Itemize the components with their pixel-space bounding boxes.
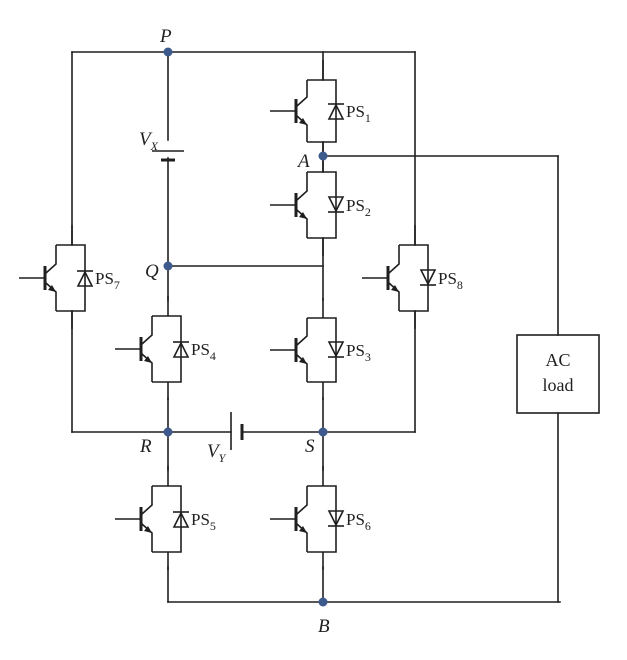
node-b-dot [318, 597, 328, 607]
ps3-loop [307, 317, 337, 383]
ps2-diode [327, 196, 345, 213]
switch-ps6: PS6 [270, 466, 371, 570]
ps3-label: PS3 [346, 341, 371, 364]
ps8-diode [419, 269, 437, 286]
ac-load-line1: AC [545, 350, 570, 370]
ps6-diode [327, 510, 345, 527]
ps5-collector [141, 486, 153, 515]
node-r-dot [163, 427, 173, 437]
ps8-loop [399, 244, 429, 312]
ps2-loop [307, 171, 337, 239]
ps7-emitter-arrow [48, 285, 56, 292]
ps6-emitter-arrow [299, 526, 307, 533]
ps1-collector [296, 80, 308, 107]
ps1-diode [327, 103, 345, 120]
ps3-diode [327, 341, 345, 358]
node-p-dot [163, 47, 173, 57]
vy-label: VY [207, 441, 227, 465]
ps8-label: PS8 [438, 269, 463, 292]
node-a-dot [318, 151, 328, 161]
node-q-dot [163, 261, 173, 271]
source-vy: VY [207, 412, 244, 465]
ps1-label: PS1 [346, 102, 371, 125]
source-vx: VX [139, 129, 184, 162]
node-dots [163, 47, 328, 607]
ps5-label: PS5 [191, 510, 216, 533]
ps5-emitter-arrow [144, 526, 152, 533]
ps2-emitter-arrow [299, 212, 307, 219]
ps4-collector [141, 316, 153, 345]
ps4-emitter-arrow [144, 356, 152, 363]
ps7-diode [76, 270, 94, 287]
ps6-label: PS6 [346, 510, 371, 533]
node-q-label: Q [145, 261, 159, 282]
switch-ps1: PS1 [270, 60, 371, 160]
ps3-emitter-arrow [299, 357, 307, 364]
switch-ps4: PS4 [115, 296, 216, 400]
ps1-emitter-arrow [299, 118, 307, 125]
node-p-label: P [159, 26, 172, 47]
switch-ps5: PS5 [115, 466, 216, 570]
ps4-label: PS4 [191, 340, 216, 363]
ps2-label: PS2 [346, 196, 371, 219]
switch-ps8: PS8 [362, 225, 463, 329]
ps7-loop [56, 244, 86, 312]
switch-ps2: PS2 [270, 152, 371, 256]
ps1-loop [307, 79, 337, 143]
ps4-diode [172, 341, 190, 358]
ac-load: AC load [516, 334, 600, 414]
ps8-emitter-arrow [391, 285, 399, 292]
ps7-collector [45, 245, 57, 274]
switch-ps3: PS3 [270, 298, 371, 400]
node-s-dot [318, 427, 328, 437]
node-b-label: B [318, 616, 330, 637]
ps3-collector [296, 318, 308, 346]
node-a-label: A [296, 151, 310, 172]
vx-label: VX [139, 129, 159, 153]
ps6-loop [307, 485, 337, 553]
ps8-collector [388, 245, 400, 274]
ps5-diode [172, 511, 190, 528]
ac-load-line2: load [543, 375, 574, 395]
node-r-label: R [139, 436, 152, 457]
node-labels: P A Q R S B [139, 26, 330, 637]
switch-ps7: PS7 [19, 225, 120, 329]
ps6-collector [296, 486, 308, 515]
ps2-collector [296, 172, 308, 201]
node-s-label: S [305, 436, 315, 457]
ps4-loop [152, 315, 182, 383]
ac-load-box [516, 334, 600, 414]
ps5-loop [152, 485, 182, 553]
ps7-label: PS7 [95, 269, 120, 292]
